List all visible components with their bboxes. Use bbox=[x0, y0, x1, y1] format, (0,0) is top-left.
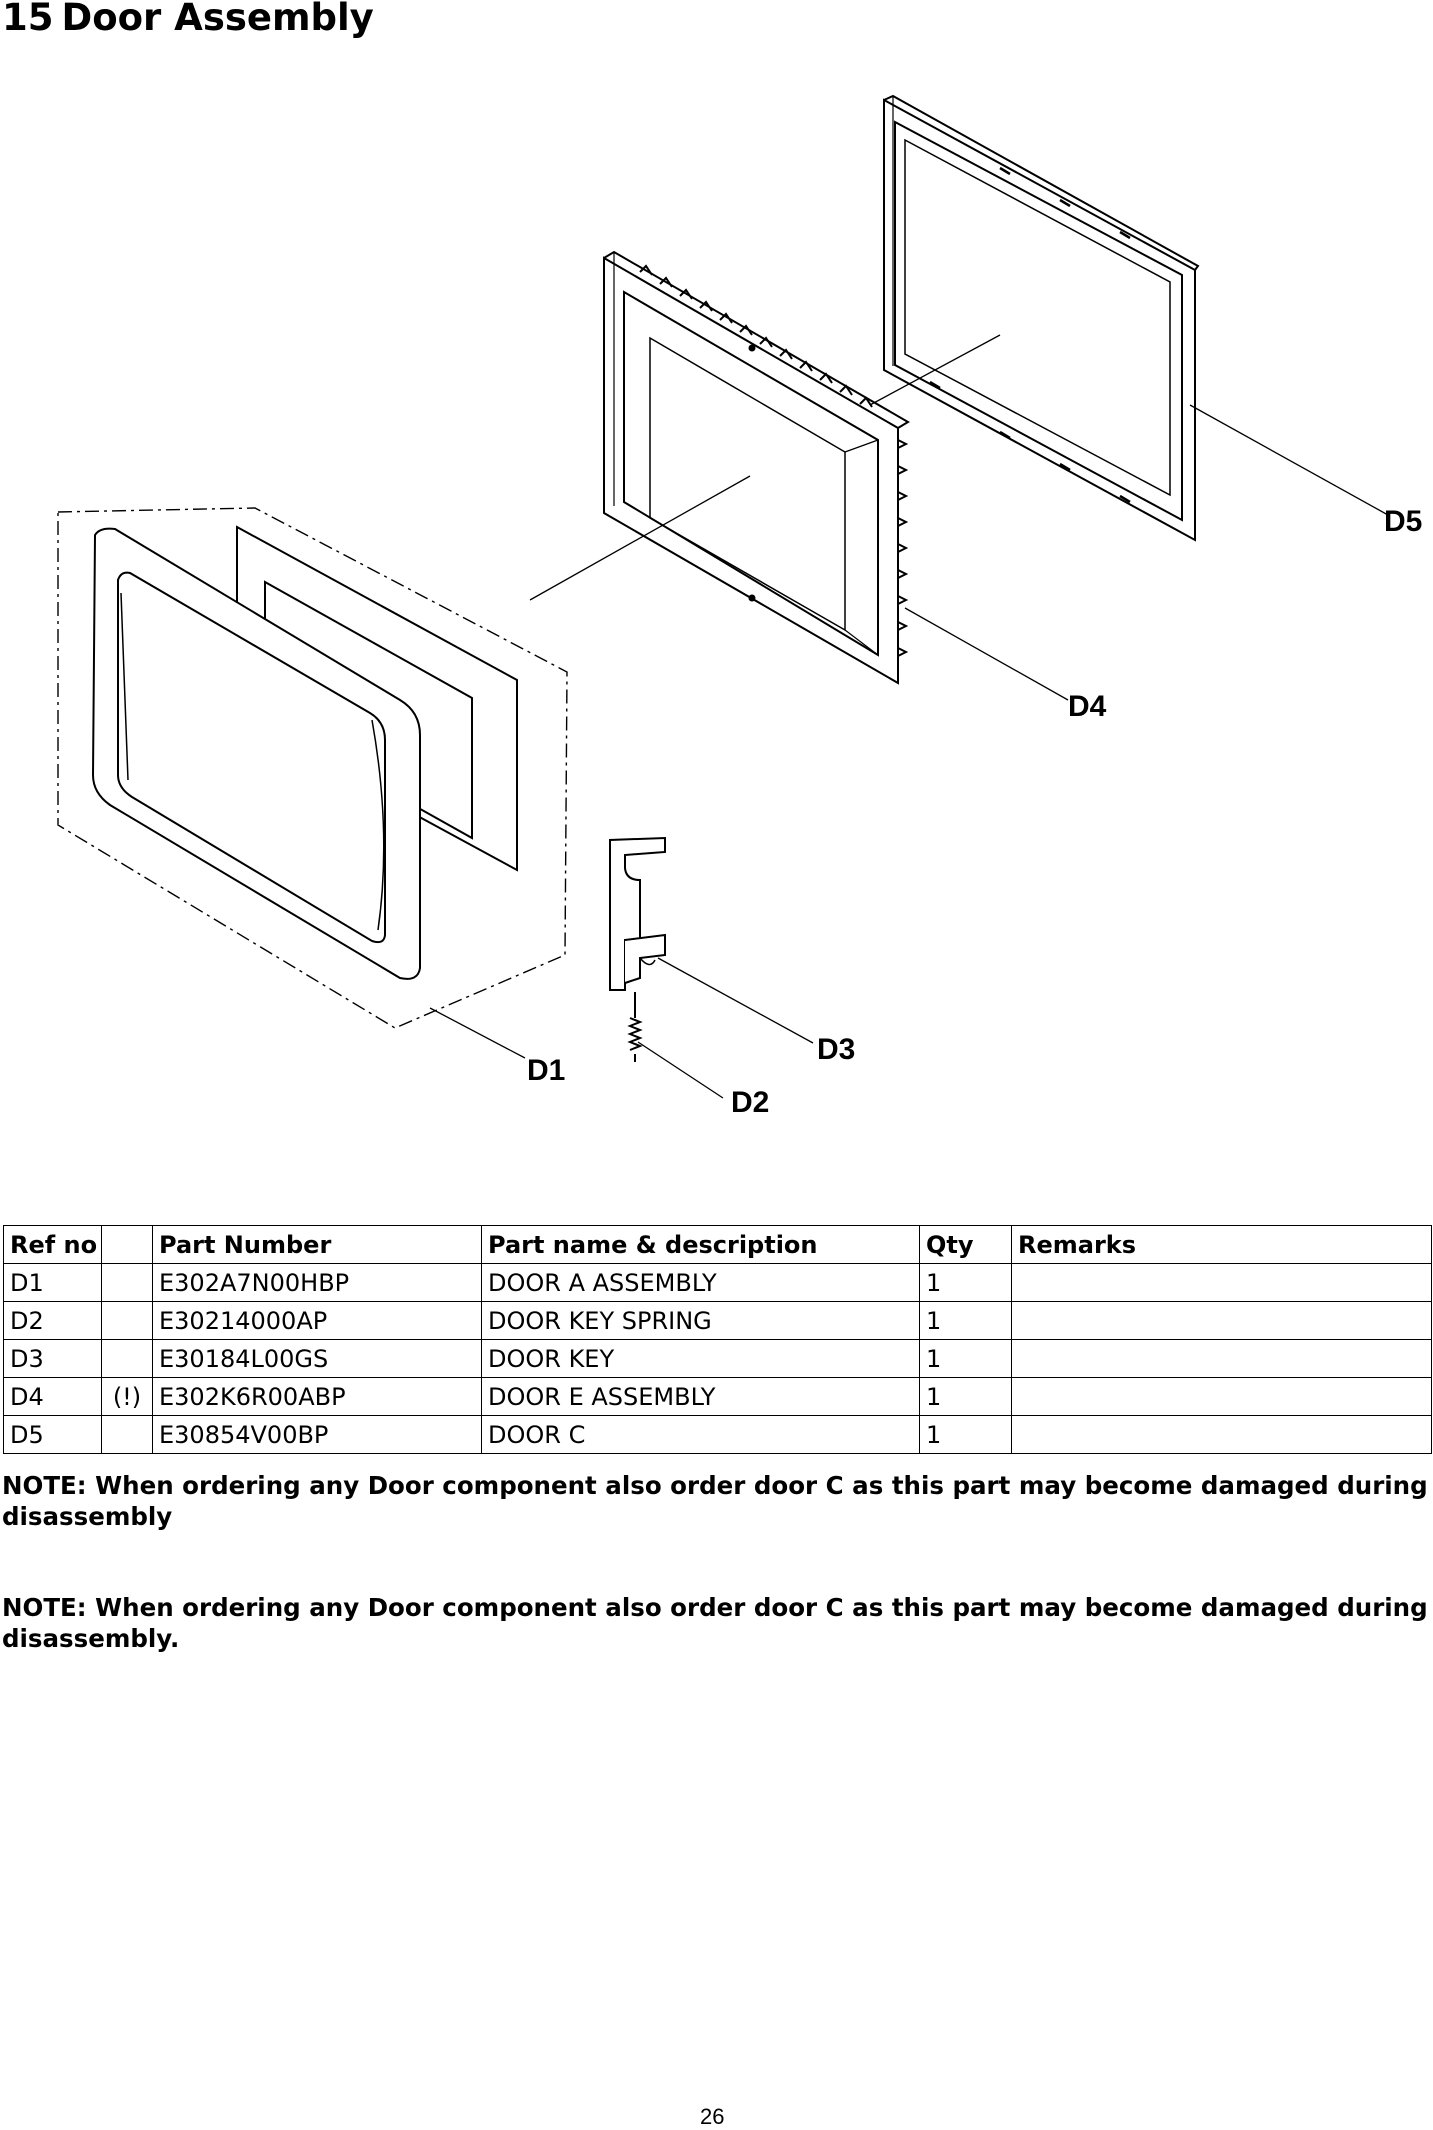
cell-qty: 1 bbox=[919, 1301, 1012, 1340]
cell-remarks bbox=[1011, 1377, 1432, 1416]
cell-remarks bbox=[1011, 1263, 1432, 1302]
table-row: D5 E30854V00BP DOOR C 1 bbox=[3, 1415, 1432, 1454]
header-remarks: Remarks bbox=[1011, 1225, 1432, 1264]
cell-ref: D1 bbox=[3, 1263, 102, 1302]
cell-part-number: E30214000AP bbox=[152, 1301, 482, 1340]
door-key-spring-part bbox=[627, 992, 643, 1062]
cell-part-number: E302K6R00ABP bbox=[152, 1377, 482, 1416]
cell-ref: D3 bbox=[3, 1339, 102, 1378]
callout-d5: D5 bbox=[1384, 505, 1422, 538]
cell-ref: D5 bbox=[3, 1415, 102, 1454]
table-row: D2 E30214000AP DOOR KEY SPRING 1 bbox=[3, 1301, 1432, 1340]
callout-d1: D1 bbox=[527, 1054, 565, 1087]
header-ref-no: Ref no bbox=[3, 1225, 102, 1264]
cell-remarks bbox=[1011, 1339, 1432, 1378]
cell-remarks bbox=[1011, 1301, 1432, 1340]
cell-flag bbox=[101, 1415, 153, 1454]
header-description: Part name & description bbox=[481, 1225, 920, 1264]
cell-part-number: E302A7N00HBP bbox=[152, 1263, 482, 1302]
page-number: 26 bbox=[700, 2104, 725, 2129]
cell-description: DOOR KEY SPRING bbox=[481, 1301, 920, 1340]
door-assembly-diagram: D5 D4 D3 D2 D1 bbox=[57, 94, 1422, 1119]
cell-qty: 1 bbox=[919, 1339, 1012, 1378]
cell-remarks bbox=[1011, 1415, 1432, 1454]
door-e-assembly-part bbox=[603, 250, 910, 685]
cell-description: DOOR KEY bbox=[481, 1339, 920, 1378]
cell-description: DOOR E ASSEMBLY bbox=[481, 1377, 920, 1416]
cell-description: DOOR C bbox=[481, 1415, 920, 1454]
cell-qty: 1 bbox=[919, 1377, 1012, 1416]
cell-part-number: E30854V00BP bbox=[152, 1415, 482, 1454]
cell-flag: (!) bbox=[101, 1377, 153, 1416]
cell-flag bbox=[101, 1263, 153, 1302]
cell-qty: 1 bbox=[919, 1415, 1012, 1454]
note-door-c-second: NOTE: When ordering any Door component a… bbox=[2, 1593, 1428, 1653]
cell-description: DOOR A ASSEMBLY bbox=[481, 1263, 920, 1302]
header-flag bbox=[101, 1225, 153, 1264]
door-c-part bbox=[883, 94, 1200, 542]
parts-table: Ref no Part Number Part name & descripti… bbox=[3, 1225, 1432, 1454]
cell-part-number: E30184L00GS bbox=[152, 1339, 482, 1378]
door-a-assembly-part bbox=[57, 507, 568, 1029]
header-part-number: Part Number bbox=[152, 1225, 482, 1264]
table-row: D3 E30184L00GS DOOR KEY 1 bbox=[3, 1339, 1432, 1378]
leader-lines bbox=[429, 334, 1389, 1099]
table-row: D4 (!) E302K6R00ABP DOOR E ASSEMBLY 1 bbox=[3, 1377, 1432, 1416]
table-row: D1 E302A7N00HBP DOOR A ASSEMBLY 1 bbox=[3, 1263, 1432, 1302]
section-number: 15 bbox=[2, 0, 54, 39]
callout-d3: D3 bbox=[817, 1033, 855, 1066]
cell-flag bbox=[101, 1301, 153, 1340]
table-header-row: Ref no Part Number Part name & descripti… bbox=[3, 1225, 1432, 1264]
door-key-part bbox=[609, 836, 666, 991]
header-qty: Qty bbox=[919, 1225, 1012, 1264]
cell-ref: D2 bbox=[3, 1301, 102, 1340]
callout-d4: D4 bbox=[1068, 690, 1107, 723]
cell-flag bbox=[101, 1339, 153, 1378]
callout-d2: D2 bbox=[731, 1086, 769, 1119]
cell-ref: D4 bbox=[3, 1377, 102, 1416]
cell-qty: 1 bbox=[919, 1263, 1012, 1302]
note-door-c-first: NOTE: When ordering any Door component a… bbox=[2, 1471, 1428, 1531]
section-title: Door Assembly bbox=[61, 0, 374, 39]
